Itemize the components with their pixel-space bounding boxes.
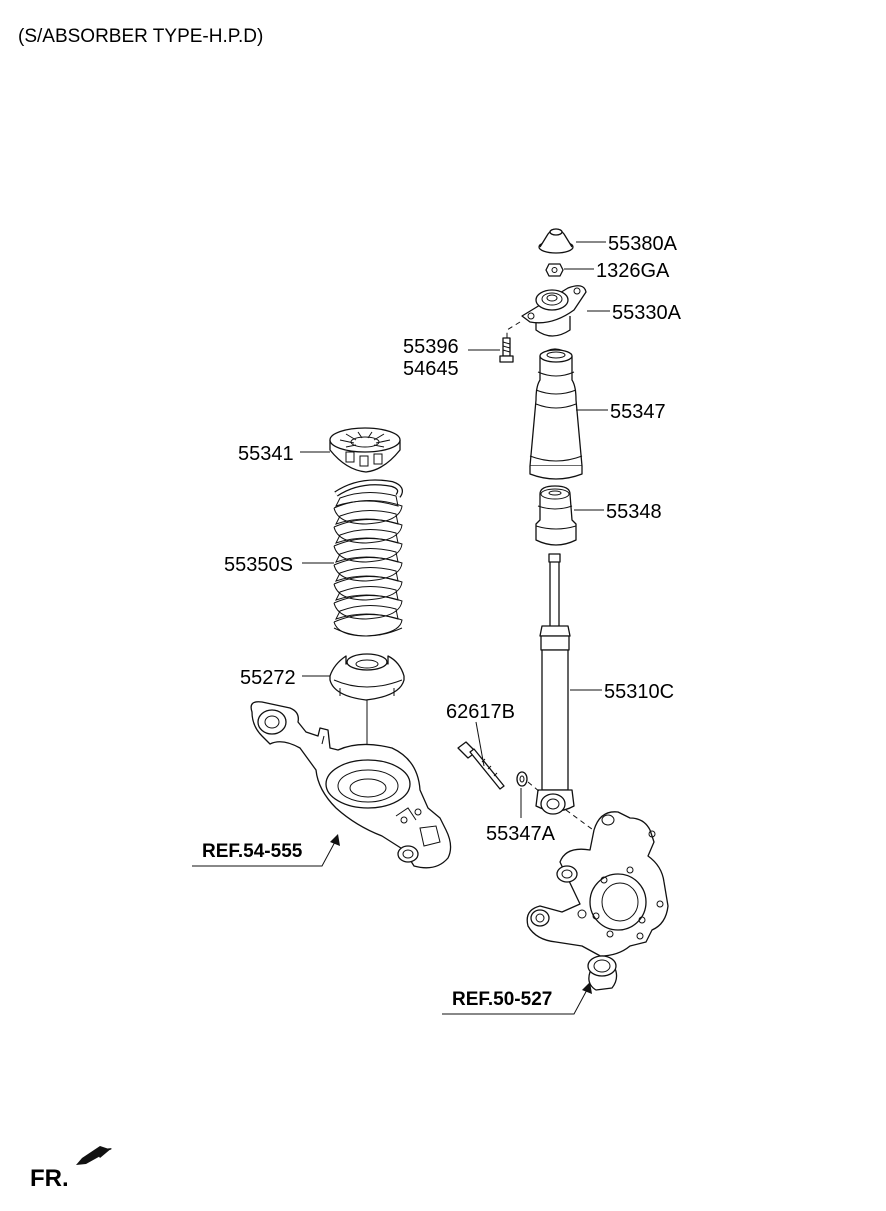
front-direction-label: FR. [30,1165,69,1192]
front-arrowhead-icon [94,1148,112,1158]
label-55330A: 55330A [612,302,682,324]
label-55347: 55347 [610,401,666,423]
dust-cover-55347 [529,348,583,480]
ref-knuckle-label: REF.50-527 [452,989,552,1010]
label-55310C: 55310C [604,681,674,703]
diagram-title: (S/ABSORBER TYPE-H.P.D) [18,26,263,47]
label-55350S: 55350S [224,554,293,576]
ref-lower-arm-label: REF.54-555 [202,841,303,862]
ref-knuckle-arrowhead [582,982,592,994]
label-54645: 54645 [403,358,459,380]
spring-pad-55341 [329,427,401,473]
label-55396: 55396 [403,336,459,358]
label-55380A: 55380A [608,233,678,255]
label-55341: 55341 [238,443,294,465]
bolt-55396 [499,337,514,363]
ref-knuckle-leader [442,987,589,1015]
label-55272: 55272 [240,667,296,689]
shock-absorber-55310C [535,553,575,815]
label-1326GA: 1326GA [596,260,670,282]
nut-1326GA [545,263,564,277]
label-55348: 55348 [606,501,662,523]
rear-knuckle [526,811,669,991]
label-55347A: 55347A [486,823,556,845]
leader-62617B [475,721,485,767]
bolt-guide-line [506,321,521,340]
coil-spring-55350S [333,479,403,637]
nut-55347A [516,771,528,787]
insulator-cap-55380A [538,228,574,254]
lower-spring-pad-55272 [329,653,405,701]
ref-lower-arm-leader [192,839,337,867]
shock-mount-guide [527,781,597,833]
bump-stopper-55348 [535,485,577,546]
ref-lower-arm-arrowhead [330,834,340,846]
label-62617B: 62617B [446,701,515,723]
upper-mount-55330A [521,285,587,337]
lower-arm [250,701,452,869]
front-direction-arrow-icon [76,1146,112,1165]
